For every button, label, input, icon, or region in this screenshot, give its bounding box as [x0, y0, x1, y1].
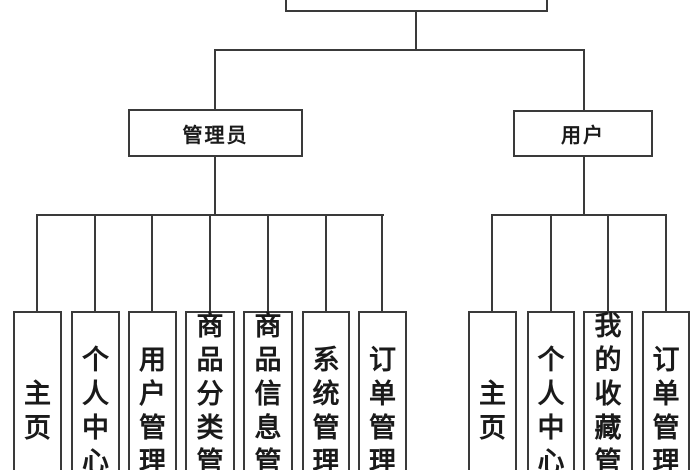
admin-leaf-system-management-label: 系统管理 [312, 345, 340, 470]
admin-leaf-home-label: 主页 [24, 379, 51, 443]
user-children-horizontal-line [491, 214, 667, 216]
admin-node-label: 管理员 [182, 124, 249, 147]
user-leaf-favorites-management-label: 我的收藏管理 [594, 311, 622, 470]
admin-drop-line [214, 49, 216, 109]
admin-child-stub-1 [36, 214, 38, 311]
user-leaf-home-label: 主页 [479, 379, 506, 443]
admin-leaf-product-info-management: 商品信息管理 [243, 311, 293, 470]
level1-horizontal-line [214, 49, 585, 51]
user-leaf-order-management: 订单管理 [642, 311, 690, 470]
admin-node-box: 管理员 [128, 109, 303, 157]
user-leaf-personal-center: 个人中心 [527, 311, 575, 470]
admin-child-stub-3 [151, 214, 153, 311]
user-leaf-favorites-management: 我的收藏管理 [583, 311, 633, 470]
admin-leaf-product-category-management: 商品分类管理 [185, 311, 235, 470]
user-child-stub-1 [491, 214, 493, 311]
admin-leaf-home: 主页 [13, 311, 62, 470]
admin-leaf-personal-center: 个人中心 [71, 311, 120, 470]
user-leaf-personal-center-label: 个人中心 [537, 345, 565, 470]
user-leaf-home: 主页 [468, 311, 517, 470]
admin-child-stub-4 [209, 214, 211, 311]
user-node-label: 用户 [561, 125, 605, 147]
admin-leaf-personal-center-label: 个人中心 [82, 345, 109, 470]
root-stem-line [415, 10, 417, 51]
admin-leaf-user-management: 用户管理 [128, 311, 177, 470]
admin-child-stub-5 [267, 214, 269, 311]
admin-leaf-system-management: 系统管理 [302, 311, 350, 470]
admin-child-stub-6 [325, 214, 327, 311]
user-node-box: 用户 [513, 110, 653, 157]
user-child-stub-2 [550, 214, 552, 311]
admin-stem-line [214, 157, 216, 216]
admin-child-stub-2 [94, 214, 96, 311]
admin-leaf-order-management: 订单管理 [358, 311, 407, 470]
user-child-stub-4 [665, 214, 667, 311]
admin-leaf-user-management-label: 用户管理 [139, 345, 166, 470]
admin-leaf-product-category-management-label: 商品分类管理 [196, 311, 224, 470]
admin-leaf-product-info-management-label: 商品信息管理 [254, 311, 282, 470]
admin-leaf-order-management-label: 订单管理 [369, 345, 396, 470]
user-drop-line [583, 49, 585, 110]
user-child-stub-3 [607, 214, 609, 311]
admin-child-stub-7 [381, 214, 383, 311]
user-stem-line [583, 157, 585, 214]
user-leaf-order-management-label: 订单管理 [652, 345, 680, 470]
